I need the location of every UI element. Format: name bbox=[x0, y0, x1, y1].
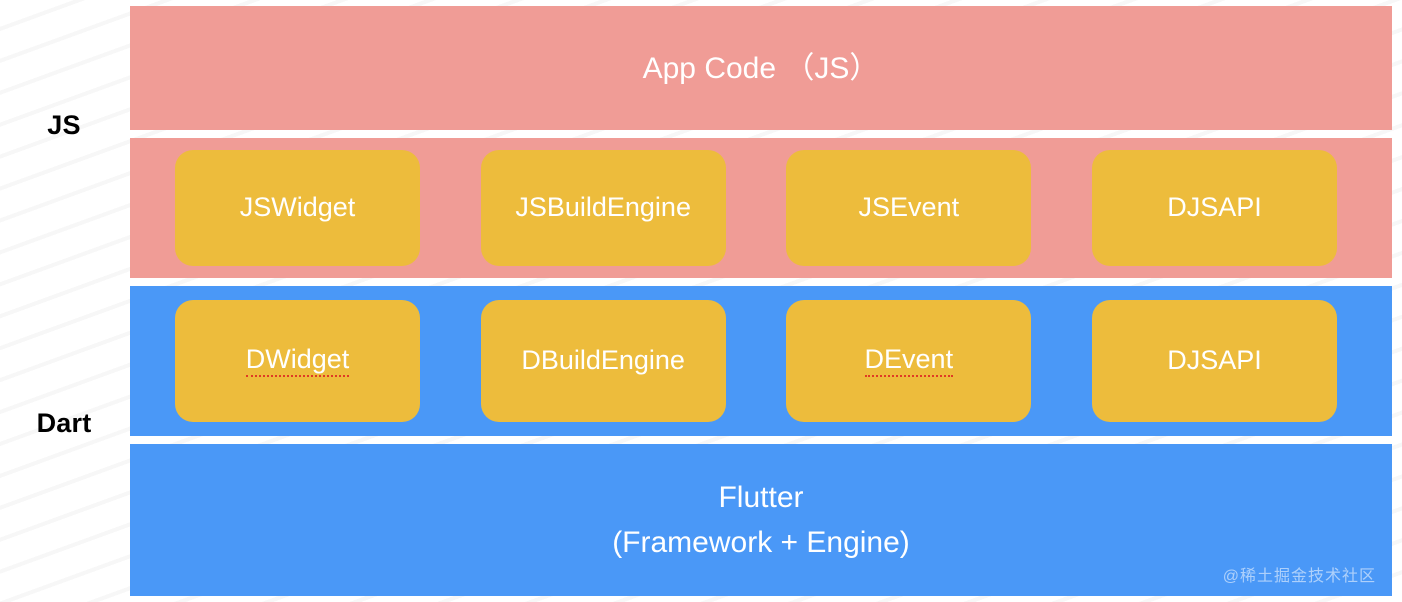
module-jswidget[interactable]: JSWidget bbox=[175, 150, 420, 266]
module-dwidget[interactable]: DWidget bbox=[175, 300, 420, 422]
dart-module-list: DWidget DBuildEngine DEvent DJSAPI bbox=[175, 300, 1337, 422]
module-label: DJSAPI bbox=[1167, 345, 1262, 376]
module-jsbuildengine[interactable]: JSBuildEngine bbox=[480, 150, 726, 266]
band-js-modules: JSWidget JSBuildEngine JSEvent DJSAPI bbox=[130, 138, 1392, 278]
band-flutter: Flutter (Framework + Engine) @稀土掘金技术社区 bbox=[130, 444, 1392, 596]
module-djsapi-js[interactable]: DJSAPI bbox=[1091, 150, 1337, 266]
band-dart-modules: DWidget DBuildEngine DEvent DJSAPI bbox=[130, 286, 1392, 436]
module-label: DWidget bbox=[245, 344, 350, 378]
band-flutter-title-line2: (Framework + Engine) bbox=[612, 526, 910, 559]
corner-watermark: @稀土掘金技术社区 bbox=[1222, 568, 1376, 585]
band-app-code-title: App Code （JS） bbox=[642, 51, 880, 85]
module-label: JSWidget bbox=[239, 192, 356, 223]
module-dbuildengine[interactable]: DBuildEngine bbox=[480, 300, 726, 422]
module-label: DEvent bbox=[864, 344, 954, 378]
band-app-code: App Code （JS） bbox=[130, 6, 1392, 130]
module-jsevent[interactable]: JSEvent bbox=[786, 150, 1032, 266]
band-flutter-title-line1: Flutter bbox=[718, 481, 804, 514]
side-label-dart: Dart bbox=[36, 408, 92, 438]
module-label: JSBuildEngine bbox=[515, 192, 691, 223]
module-label: DJSAPI bbox=[1167, 192, 1262, 223]
js-module-list: JSWidget JSBuildEngine JSEvent DJSAPI bbox=[175, 150, 1337, 266]
module-label: JSEvent bbox=[858, 192, 960, 223]
module-devent[interactable]: DEvent bbox=[786, 300, 1032, 422]
module-djsapi-dart[interactable]: DJSAPI bbox=[1091, 300, 1337, 422]
side-label-js: JS bbox=[47, 110, 81, 140]
module-label: DBuildEngine bbox=[521, 345, 685, 376]
